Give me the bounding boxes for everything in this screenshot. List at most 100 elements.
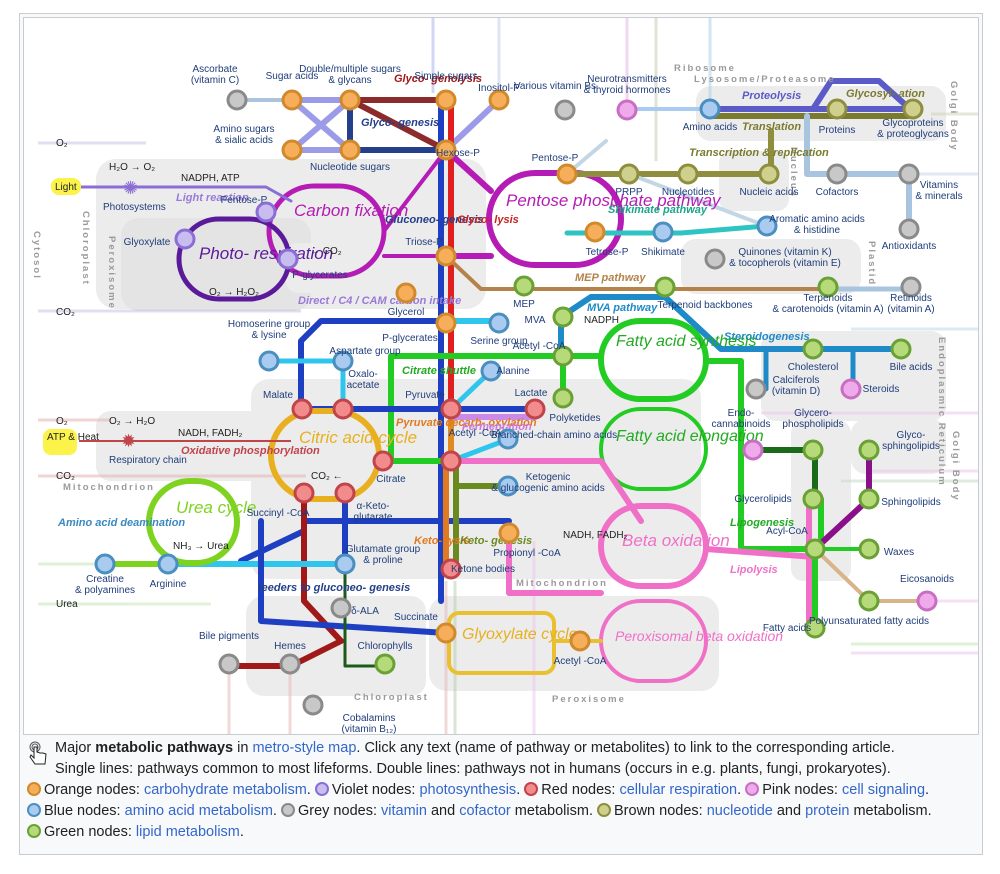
legend-link[interactable]: protein bbox=[805, 803, 850, 819]
node-mep[interactable] bbox=[513, 275, 535, 297]
node-vitamins-minerals[interactable] bbox=[898, 163, 920, 185]
node-label-pentose-p-cf[interactable]: Pentose-P bbox=[221, 195, 268, 206]
pathway-pyruvate-decarboxylation[interactable]: Pyruvate decarb- oxylation bbox=[396, 417, 537, 429]
node-bile-acids[interactable] bbox=[890, 338, 912, 360]
node-succinyl-coa[interactable] bbox=[293, 482, 315, 504]
node-label-alanine[interactable]: Alanine bbox=[496, 366, 530, 377]
node-glyoxylate[interactable] bbox=[174, 228, 196, 250]
node-d-ala[interactable] bbox=[330, 597, 352, 619]
node-label-mva[interactable]: MVA bbox=[525, 315, 546, 326]
pathway-mep[interactable]: MEP pathway bbox=[575, 272, 646, 284]
node-label-d-ala[interactable]: δ-ALA bbox=[351, 606, 379, 617]
node-terpenoids[interactable] bbox=[817, 276, 839, 298]
atp-heat-label[interactable]: ATP & Heat bbox=[47, 432, 99, 443]
legend-link[interactable]: vitamin bbox=[381, 803, 427, 819]
pathway-mva[interactable]: MVA pathway bbox=[587, 302, 658, 314]
node-ketogenic[interactable] bbox=[497, 475, 519, 497]
pathway-steroidogenesis[interactable]: Steroidogenesis bbox=[724, 331, 810, 343]
node-various-vit-b[interactable] bbox=[554, 99, 576, 121]
node-label-aspartate[interactable]: Aspartate group bbox=[329, 346, 401, 357]
node-glycerol[interactable] bbox=[395, 282, 417, 304]
node-ketone-bodies[interactable] bbox=[440, 558, 462, 580]
node-label-acyl-coa[interactable]: Acyl-CoA bbox=[766, 526, 808, 537]
node-label-double-sugars[interactable]: Double/multiple sugars& glycans bbox=[299, 64, 401, 86]
node-label-creatine[interactable]: Creatine& polyamines bbox=[75, 574, 135, 596]
node-chlorophylls[interactable] bbox=[374, 653, 396, 675]
node-label-propionyl-coa[interactable]: Propionyl -CoA bbox=[493, 548, 561, 559]
pathway-pentose-phosphate[interactable]: Pentose phosphate pathway bbox=[506, 191, 722, 210]
pathway-beta-oxidation[interactable]: Beta oxidation bbox=[622, 531, 730, 550]
node-bile-pigments[interactable] bbox=[218, 653, 240, 675]
node-arginine[interactable] bbox=[157, 553, 179, 575]
pathway-ketolysis[interactable]: Keto- lysis bbox=[414, 535, 470, 547]
node-label-lactate[interactable]: Lactate bbox=[515, 388, 548, 399]
node-label-chlorophylls[interactable]: Chlorophylls bbox=[357, 641, 412, 652]
node-hemes[interactable] bbox=[279, 653, 301, 675]
node-label-aromatic-aa[interactable]: Aromatic amino acids& histidine bbox=[769, 214, 865, 236]
pathway-direct-c4-cam[interactable]: Direct / C4 / CAM carbon intake bbox=[298, 295, 461, 307]
pathway-carbon-fixation[interactable]: Carbon fixation bbox=[294, 201, 408, 220]
node-label-simple-sugars[interactable]: Simple sugars bbox=[414, 71, 477, 82]
node-inositol-p[interactable] bbox=[488, 89, 510, 111]
node-label-cobalamins[interactable]: Cobalamins(vitamin B₁₂) bbox=[341, 713, 396, 734]
node-glutamate[interactable] bbox=[334, 553, 356, 575]
node-fatty-acids[interactable] bbox=[804, 617, 826, 639]
node-label-retinoids[interactable]: Retinoids(vitamin A) bbox=[887, 293, 934, 315]
node-a-ketoglutarate[interactable] bbox=[334, 482, 356, 504]
node-label-steroids[interactable]: Steroids bbox=[863, 384, 900, 395]
legend-link[interactable]: amino acid metabolism bbox=[124, 803, 273, 819]
node-nucleotide-sugars[interactable] bbox=[339, 139, 361, 161]
pathway-fatty-acid-synthesis[interactable]: Fatty acid synthesis bbox=[616, 333, 757, 350]
node-label-cholesterol[interactable]: Cholesterol bbox=[788, 362, 839, 373]
node-acetyl-coa-glx[interactable] bbox=[569, 630, 591, 652]
node-label-p-glycerates[interactable]: P-glycerates bbox=[382, 333, 438, 344]
node-nucleic-acids[interactable] bbox=[758, 163, 780, 185]
node-label-terpenoids[interactable]: Terpenoids& carotenoids (vitamin A) bbox=[772, 293, 883, 315]
node-double-sugars[interactable] bbox=[339, 89, 361, 111]
node-label-acetyl-coa-mid[interactable]: Acetyl -CoA bbox=[449, 428, 502, 439]
node-lactate[interactable] bbox=[524, 398, 546, 420]
node-label-sphingolipids[interactable]: Sphingolipids bbox=[881, 497, 941, 508]
node-label-vitamins-minerals[interactable]: Vitamins& minerals bbox=[915, 180, 962, 202]
node-label-amino-sugars[interactable]: Amino sugars& sialic acids bbox=[213, 124, 274, 146]
pathway-citrate-shuttle[interactable]: Citrate shuttle bbox=[402, 365, 476, 377]
node-acetyl-coa-top[interactable] bbox=[552, 345, 574, 367]
node-label-glycosphingolipids[interactable]: Glyco-sphingolipids bbox=[882, 430, 940, 452]
node-glycerolipids[interactable] bbox=[802, 488, 824, 510]
node-waxes[interactable] bbox=[858, 538, 880, 560]
node-quinones[interactable] bbox=[704, 248, 726, 270]
node-pentose-p-ppp[interactable] bbox=[556, 163, 578, 185]
node-shikimate[interactable] bbox=[652, 221, 674, 243]
node-label-glycoproteins[interactable]: Glycoproteins& proteoglycans bbox=[877, 118, 949, 140]
pathway-peroxisomal-beta-oxidation[interactable]: Peroxisomal beta oxidation bbox=[615, 628, 783, 644]
node-cobalamins[interactable] bbox=[302, 694, 324, 716]
node-label-arginine[interactable]: Arginine bbox=[150, 579, 187, 590]
node-label-sugar-acids[interactable]: Sugar acids bbox=[266, 71, 319, 82]
light-label[interactable]: Light bbox=[55, 182, 77, 193]
node-label-pyruvate[interactable]: Pyruvate bbox=[405, 390, 445, 401]
node-label-nucleotide-sugars[interactable]: Nucleotide sugars bbox=[310, 162, 390, 173]
node-glycerophospholipids[interactable] bbox=[802, 439, 824, 461]
node-label-nucleic-acids[interactable]: Nucleic acids bbox=[740, 187, 799, 198]
node-calciferols[interactable] bbox=[745, 378, 767, 400]
node-label-glycerophospholipids[interactable]: Glycero-phospholipids bbox=[782, 408, 843, 430]
node-label-antioxidants[interactable]: Antioxidants bbox=[882, 241, 936, 252]
node-label-cofactors[interactable]: Cofactors bbox=[816, 187, 859, 198]
node-label-acetyl-coa-top[interactable]: Acetyl -CoA bbox=[513, 341, 566, 352]
node-label-a-ketoglutarate[interactable]: α-Keto-glutarate bbox=[354, 501, 393, 523]
pathway-photorespiration[interactable]: Photo- respiration bbox=[199, 244, 333, 263]
node-triose-p[interactable] bbox=[435, 245, 457, 267]
node-label-inositol-p[interactable]: Inositol-P bbox=[478, 83, 520, 94]
node-mva[interactable] bbox=[552, 306, 574, 328]
legend-link[interactable]: photosynthesis bbox=[419, 782, 517, 798]
node-label-malate[interactable]: Malate bbox=[263, 390, 293, 401]
node-label-tetrose-p[interactable]: Tetrose-P bbox=[586, 247, 629, 258]
node-prpp[interactable] bbox=[618, 163, 640, 185]
node-label-bile-acids[interactable]: Bile acids bbox=[890, 362, 933, 373]
node-eicosanoids[interactable] bbox=[916, 590, 938, 612]
pathway-light-reaction[interactable]: Light reaction bbox=[176, 192, 249, 204]
node-label-polyketides[interactable]: Polyketides bbox=[549, 413, 600, 424]
node-label-prpp[interactable]: PRPP bbox=[615, 187, 643, 198]
node-label-oxaloacetate[interactable]: Oxalo-acetate bbox=[347, 369, 380, 391]
node-label-proteins[interactable]: Proteins bbox=[819, 125, 856, 136]
